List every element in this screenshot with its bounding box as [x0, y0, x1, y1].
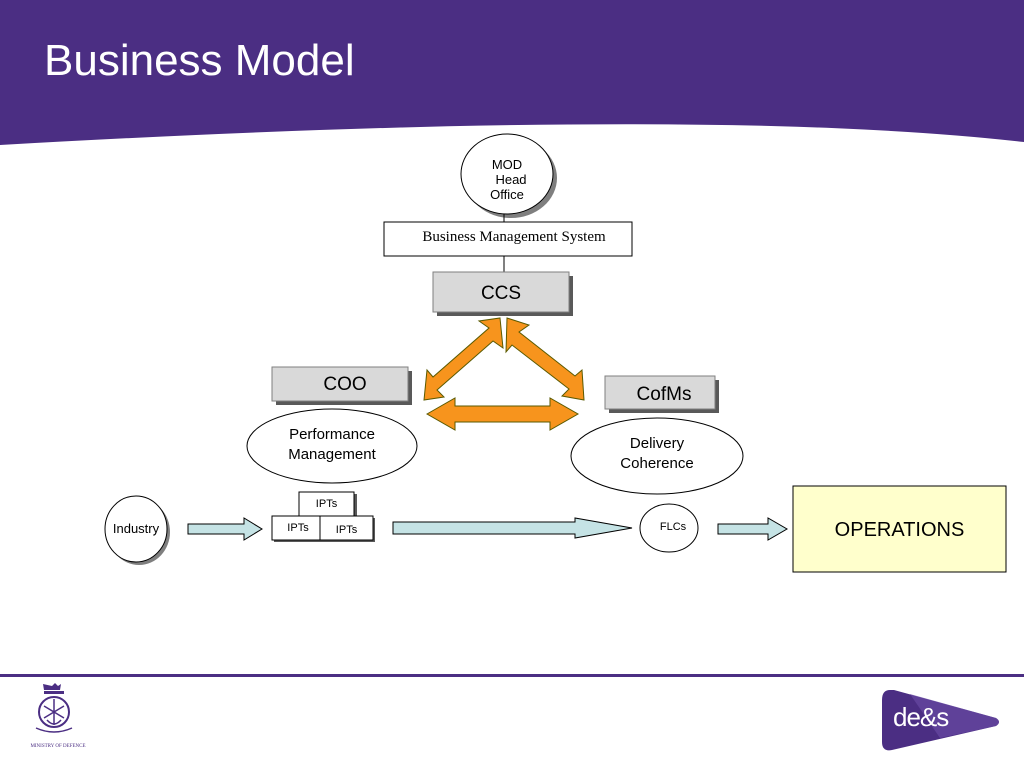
header-band: [0, 0, 1024, 145]
coo-cofms-double-arrow: [425, 397, 580, 431]
ipts-box-top: [298, 491, 355, 517]
flcs-circle: [639, 503, 699, 553]
ipts-label-right: IPTs: [335, 524, 358, 536]
des-logo: [882, 690, 999, 751]
mod-head-office-ellipse: [460, 133, 554, 215]
management-line: Management: [288, 446, 376, 463]
ccs-coo-double-arrow: [423, 317, 504, 401]
mod-crest-logo: [35, 683, 73, 733]
performance-line: Performance: [289, 426, 375, 443]
coherence-line: Coherence: [620, 455, 694, 472]
flcs-to-operations-arrow: [717, 517, 788, 541]
business-management-system-box: [383, 221, 633, 257]
industry-to-ipts-arrow: [187, 517, 263, 541]
performance-management-ellipse: [246, 408, 418, 484]
coo-box: [271, 366, 409, 402]
performance-management-label: Performance Management: [247, 425, 417, 465]
ccs-box: [432, 271, 570, 313]
business-management-system-label: Business Management System: [422, 229, 606, 245]
head-line: Head: [495, 172, 527, 187]
operations-label: OPERATIONS: [834, 519, 965, 541]
cofms-box: [604, 375, 716, 410]
ipts-label-left: IPTs: [287, 522, 309, 534]
ipts-to-flcs-arrow: [392, 517, 633, 539]
ccs-cofms-double-arrow: [505, 317, 585, 401]
ipts-box-left: [271, 515, 325, 541]
industry-label: Industry: [112, 521, 160, 536]
mod-caption: MINISTRY OF DEFENCE: [30, 744, 86, 749]
cofms-label: CofMs: [636, 384, 692, 405]
office-line: Office: [490, 187, 524, 202]
des-logo-text: de&s: [893, 702, 949, 732]
delivery-coherence-ellipse: [570, 417, 744, 495]
page-title: Business Model: [44, 36, 355, 85]
flcs-label: FLCs: [659, 521, 687, 533]
mod-head-office-label: MOD Head Office: [472, 157, 542, 202]
delivery-line: Delivery: [629, 435, 685, 452]
industry-circle: [104, 495, 168, 563]
ipts-label-top: IPTs: [315, 498, 338, 510]
coo-label: COO: [323, 374, 367, 395]
ipts-box-right: [319, 515, 374, 541]
mod-line: MOD: [491, 157, 523, 172]
ccs-label: CCS: [480, 283, 522, 304]
footer-divider: [0, 674, 1024, 677]
operations-box: [792, 485, 1007, 573]
delivery-coherence-label: Delivery Coherence: [571, 434, 743, 474]
